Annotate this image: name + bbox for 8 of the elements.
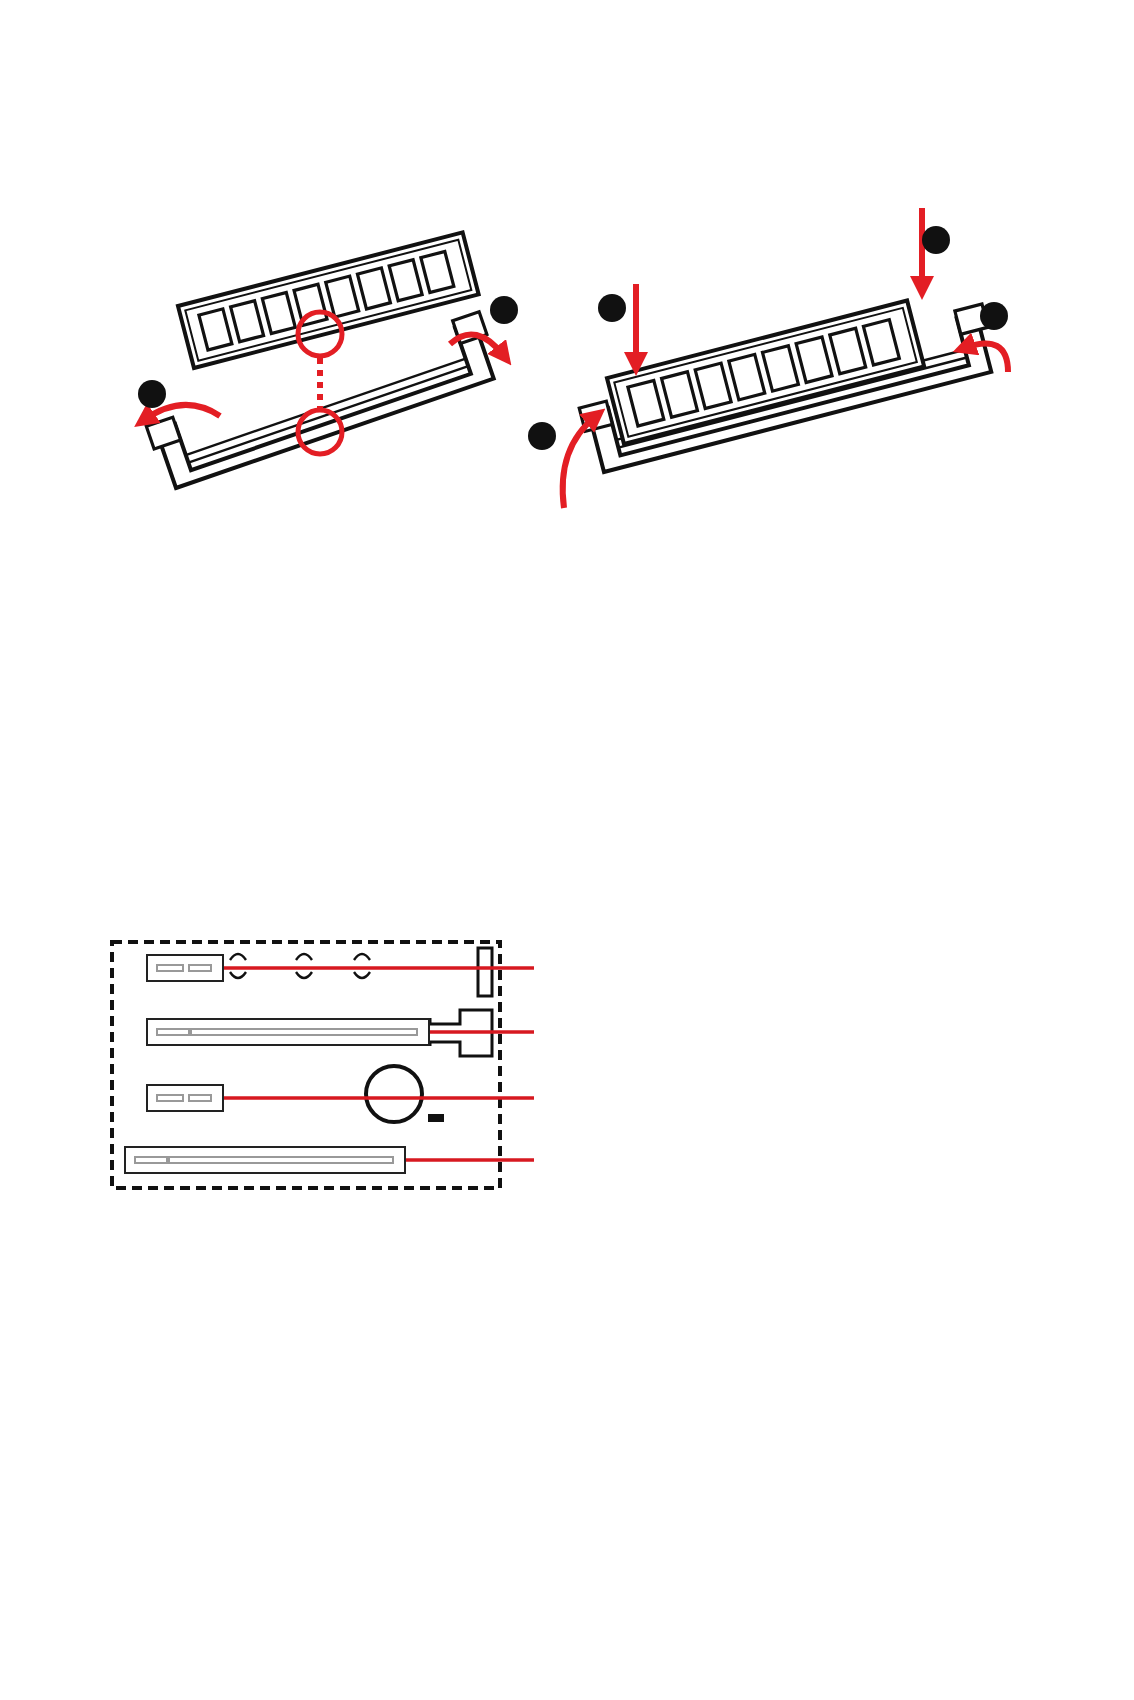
- leader-line: [224, 966, 534, 970]
- expansion-slot: [146, 1018, 430, 1046]
- expansion-slot: [146, 1084, 224, 1112]
- leader-line: [224, 1096, 534, 1100]
- leader-line: [406, 1158, 534, 1162]
- leader-line: [430, 1030, 534, 1034]
- expansion-slot: [124, 1146, 406, 1174]
- expansion-slot: [146, 954, 224, 982]
